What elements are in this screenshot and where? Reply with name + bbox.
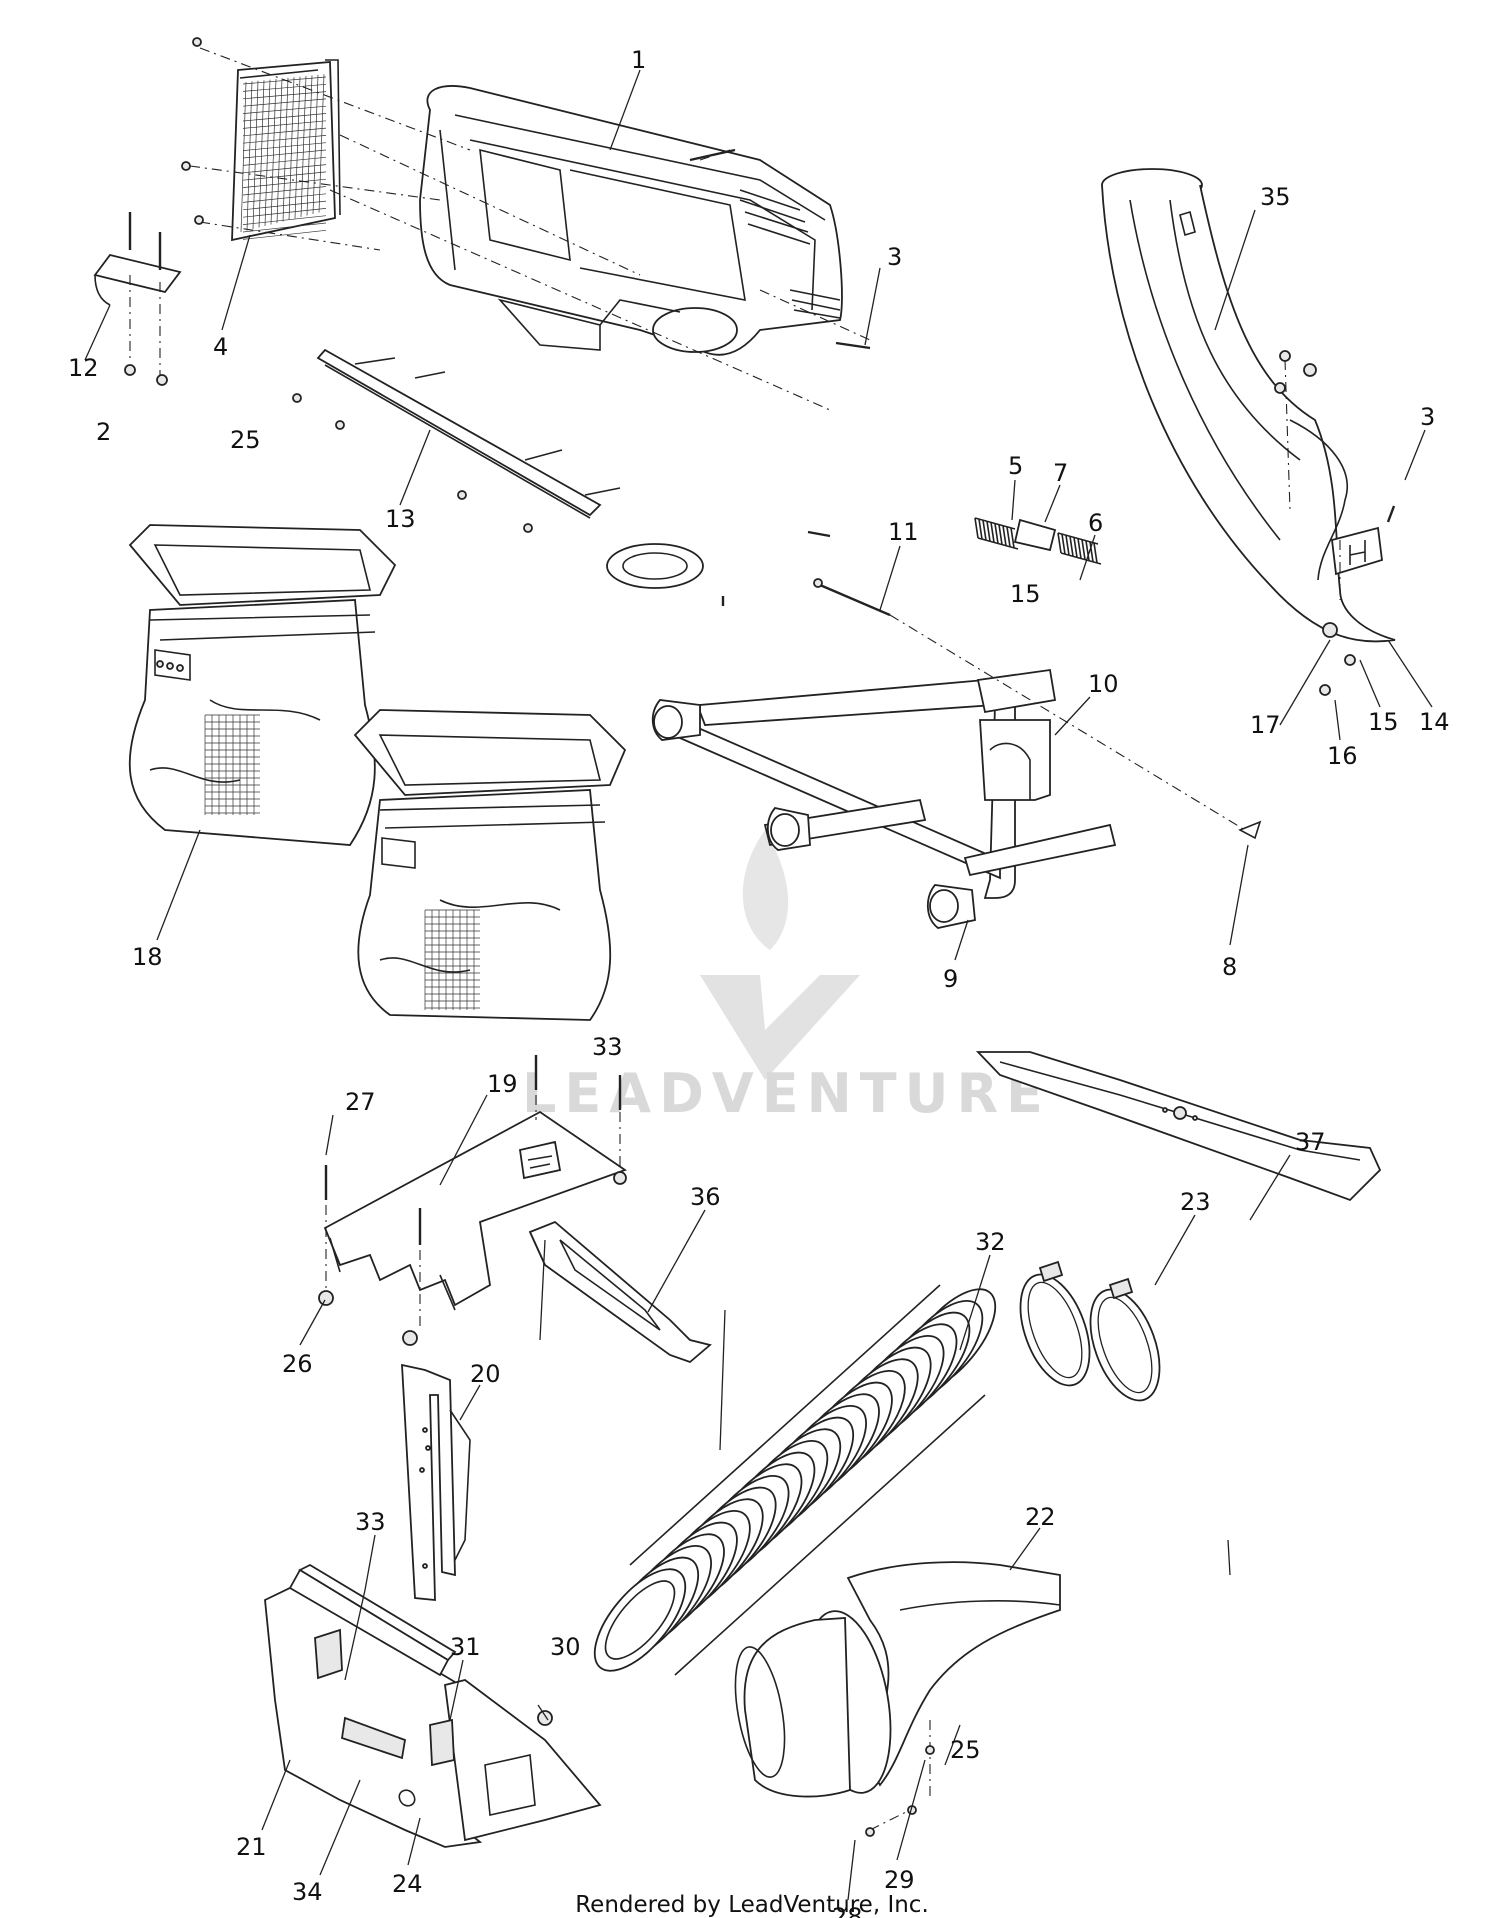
callout-3b: 3: [1420, 403, 1435, 431]
callout-15b: 15: [1368, 708, 1399, 736]
callout-31: 31: [450, 1633, 481, 1661]
callout-24: 24: [392, 1870, 423, 1898]
callout-18: 18: [132, 943, 163, 971]
callout-20: 20: [470, 1360, 501, 1388]
callout-34: 34: [292, 1878, 323, 1906]
part-37-blade: [975, 1051, 1382, 1202]
part-10-frame: [651, 578, 1262, 929]
callout-32: 32: [975, 1228, 1006, 1256]
callout-29: 29: [884, 1866, 915, 1894]
callout-4: 4: [213, 333, 228, 361]
callout-15: 15: [1010, 580, 1041, 608]
callout-27: 27: [345, 1088, 376, 1116]
callout-1: 1: [631, 46, 646, 74]
callout-17: 17: [1250, 711, 1281, 739]
callout-14: 14: [1419, 708, 1450, 736]
callout-16: 16: [1327, 742, 1358, 770]
callout-2: 2: [96, 418, 111, 446]
part-36-bracket: [528, 1220, 712, 1364]
callout-12: 12: [68, 354, 99, 382]
callout-5: 5: [1008, 452, 1023, 480]
part-1-bagger-housing: [419, 85, 843, 356]
callout-11: 11: [888, 518, 919, 546]
part-23-clamps: [1019, 1260, 1161, 1402]
callout-36: 36: [690, 1183, 721, 1211]
part-20-upright: [401, 1363, 471, 1601]
parts-5-6-7-springs: [974, 517, 1102, 565]
callout-26: 26: [282, 1350, 313, 1378]
callout-28: 28: [832, 1903, 863, 1918]
part-18-bag-right: [353, 709, 627, 1021]
callout-33: 33: [592, 1033, 623, 1061]
callout-19: 19: [487, 1070, 518, 1098]
part-18-bag-left: [128, 524, 397, 846]
callout-21: 21: [236, 1833, 267, 1861]
callout-13: 13: [385, 505, 416, 533]
watermark-text: LEADVENTURE: [522, 1062, 1051, 1125]
leadventure-watermark: LEADVENTURE: [522, 830, 1051, 1125]
callout-7: 7: [1053, 459, 1068, 487]
part-35-chute: [1101, 168, 1396, 696]
part-19-plate: [318, 1055, 627, 1346]
callout-9: 9: [943, 965, 958, 993]
footer-rendered-by: Rendered by LeadVenture, Inc.: [575, 1892, 929, 1918]
callout-37: 37: [1295, 1128, 1326, 1156]
callout-33b: 33: [355, 1508, 386, 1536]
part-32-hose: [593, 1284, 997, 1676]
callout-3: 3: [887, 243, 902, 271]
part-13-strap: [292, 348, 621, 533]
part-4-screen: [231, 59, 341, 242]
leader-lines: [84, 69, 1433, 1901]
callout-6: 6: [1088, 509, 1103, 537]
callout-30: 30: [550, 1633, 581, 1661]
part-22-chute-adapter: [734, 1561, 1061, 1837]
callout-22: 22: [1025, 1503, 1056, 1531]
callout-10: 10: [1088, 670, 1119, 698]
callout-labels: 1 2 3 3 4 5 6 7 8 9 10 11 12 13 14 15 15…: [68, 46, 1450, 1918]
callout-25b: 25: [950, 1736, 981, 1764]
callout-25: 25: [230, 426, 261, 454]
part-21-base: [264, 1563, 602, 1848]
callout-23: 23: [1180, 1188, 1211, 1216]
callout-8: 8: [1222, 953, 1237, 981]
callout-35: 35: [1260, 183, 1291, 211]
upper-assembly-lines: [181, 37, 871, 606]
part-12-bracket: [93, 212, 182, 386]
